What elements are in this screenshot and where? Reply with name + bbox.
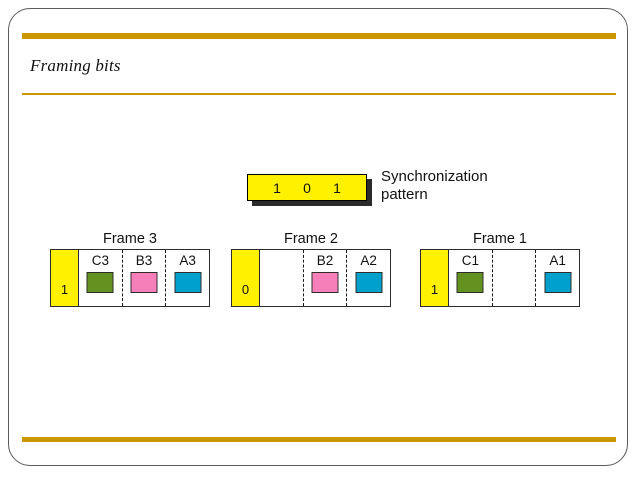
slot-c1: C1 xyxy=(449,250,492,306)
slot-label-c3: C3 xyxy=(91,253,109,268)
slot-label-a1: A1 xyxy=(549,253,566,268)
sync-pattern-label: Synchronization pattern xyxy=(381,168,488,204)
frame-group-2: Frame 2 0 B2 A2 xyxy=(231,230,391,307)
footer-accent-rule xyxy=(22,437,616,442)
slot-chip-b2 xyxy=(311,272,339,293)
sync-bit-0: 1 xyxy=(273,179,281,196)
slot-b3: B3 xyxy=(121,250,166,306)
frame-group-1: Frame 1 1 C1 A1 xyxy=(420,230,580,307)
framing-bit-cell-3: 1 xyxy=(51,250,79,306)
slot-chip-c3 xyxy=(86,272,114,293)
slot-label-a2: A2 xyxy=(360,253,377,268)
frame-box-3: 1 C3 B3 A3 xyxy=(50,249,210,307)
frame-box-1: 1 C1 A1 xyxy=(420,249,580,307)
slot-empty-frame1 xyxy=(491,250,536,306)
frame-slots-2: B2 A2 xyxy=(260,250,390,306)
slide-border xyxy=(8,8,628,466)
slot-a2: A2 xyxy=(346,250,390,306)
slot-label-a3: A3 xyxy=(179,253,196,268)
sync-bit-1: 0 xyxy=(303,179,311,196)
slot-chip-a1 xyxy=(544,272,572,293)
frame-slots-1: C1 A1 xyxy=(449,250,579,306)
slot-label-b2: B2 xyxy=(316,253,334,268)
slot-a1: A1 xyxy=(535,250,579,306)
slot-label-b3: B3 xyxy=(135,253,153,268)
slot-chip-b3 xyxy=(130,272,158,293)
slot-chip-a2 xyxy=(355,272,383,293)
slot-c3: C3 xyxy=(79,250,122,306)
frame-slots-3: C3 B3 A3 xyxy=(79,250,209,306)
sync-pattern-box: 1 0 1 xyxy=(247,174,367,201)
slot-empty-frame2 xyxy=(260,250,303,306)
framing-bit-value-1: 1 xyxy=(430,282,439,297)
framing-bit-value-2: 0 xyxy=(241,282,250,297)
header-accent-rule xyxy=(22,33,616,39)
slot-chip-a3 xyxy=(174,272,202,293)
frame-caption-1: Frame 1 xyxy=(473,231,527,247)
page-title: Framing bits xyxy=(30,56,121,75)
slot-a3: A3 xyxy=(165,250,209,306)
frame-caption-2: Frame 2 xyxy=(284,231,338,247)
slot-chip-c1 xyxy=(456,272,484,293)
sync-bit-2: 1 xyxy=(333,179,341,196)
frame-caption-3: Frame 3 xyxy=(103,231,157,247)
framing-bit-cell-1: 1 xyxy=(421,250,449,306)
frame-box-2: 0 B2 A2 xyxy=(231,249,391,307)
slot-label-c1: C1 xyxy=(461,253,479,268)
slot-b2: B2 xyxy=(302,250,347,306)
framing-bit-value-3: 1 xyxy=(60,282,69,297)
title-underline-rule xyxy=(22,93,616,95)
frame-group-3: Frame 3 1 C3 B3 A3 xyxy=(50,230,210,307)
framing-bit-cell-2: 0 xyxy=(232,250,260,306)
